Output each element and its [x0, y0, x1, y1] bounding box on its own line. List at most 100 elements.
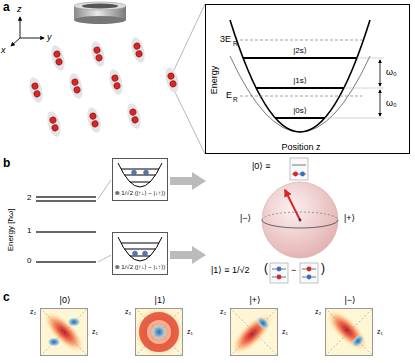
atom-pairs — [129, 36, 147, 64]
density-map — [230, 308, 278, 356]
tick-label: 2 — [27, 194, 31, 202]
coordinate-axes — [20, 38, 44, 39]
atom-pairs — [107, 68, 125, 96]
level-label: |1s⟩ — [293, 77, 307, 85]
density-map — [325, 308, 373, 356]
axis-label: z₂ — [125, 308, 131, 315]
atom-pairs — [133, 42, 141, 50]
atom-pairs — [167, 72, 175, 80]
state-icon — [293, 172, 298, 177]
objective-lens — [74, 16, 126, 24]
bloch-label: |+⟩ — [344, 214, 355, 223]
pair-well — [118, 237, 162, 261]
atom-pairs — [169, 80, 177, 88]
energy-inset: EnergyPosition z — [205, 4, 410, 154]
state-icon — [300, 263, 318, 283]
energy-label: 3E — [220, 35, 231, 44]
trap-potential — [230, 20, 384, 132]
spacing-label: ω₀ — [386, 99, 397, 108]
pair-well — [124, 175, 155, 176]
atom-pairs — [93, 46, 101, 54]
coordinate-axes — [11, 38, 20, 46]
density-map — [135, 308, 183, 356]
bracket: ( — [264, 262, 268, 274]
trap-potential — [380, 90, 381, 116]
pair-state-inset: ⊗ 1/√2 (|↑↓⟩ − |↓↑⟩) — [112, 232, 168, 275]
zoom-lines — [174, 90, 205, 154]
atom-pairs — [27, 36, 181, 138]
axis-label: z — [17, 5, 22, 14]
map-arrow — [170, 246, 206, 264]
atom-pairs — [89, 40, 107, 68]
panel-label: b — [3, 157, 10, 169]
state-icon — [290, 158, 308, 180]
axis-label: Energy — [210, 66, 219, 95]
trap-potential — [256, 87, 344, 89]
panel-label: c — [3, 291, 10, 303]
atom-pairs — [89, 40, 107, 68]
trap-potential — [230, 20, 370, 132]
bloch-sphere — [299, 219, 302, 222]
state-definition: |1⟩ ≡ 1/√2 — [211, 266, 250, 275]
axis-label: x — [1, 46, 6, 55]
density-map — [40, 308, 88, 356]
axis-label: z₁ — [92, 328, 98, 335]
atom-pairs — [125, 102, 143, 130]
trap-potential — [230, 56, 370, 132]
trap-potential — [357, 58, 384, 59]
map-arrow — [170, 172, 206, 264]
bloch-sphere — [262, 182, 338, 258]
pair-atoms — [132, 170, 149, 256]
energy-label: E — [226, 91, 232, 100]
tick-label: 0 — [27, 257, 31, 265]
atom-pairs — [129, 36, 147, 64]
density-map — [224, 306, 279, 361]
operator: − — [291, 266, 296, 275]
atom-pairs — [107, 68, 125, 96]
spin-singlet: ⊗ 1/√2 (|↑↓⟩ − |↓↑⟩) — [114, 190, 166, 197]
energy-levels — [36, 200, 96, 201]
axis-label: z₁ — [377, 328, 383, 335]
spin-singlet: ⊗ 1/√2 (|↑↓⟩ − |↓↑⟩) — [114, 264, 166, 271]
atom-pairs — [45, 110, 63, 138]
subscript: R — [233, 41, 238, 48]
atom-pairs — [129, 108, 137, 116]
atom-pairs — [163, 66, 181, 94]
panel-label: a — [3, 1, 10, 13]
bracket: ) — [321, 262, 325, 274]
atom-pairs — [67, 72, 85, 100]
objective-lens — [82, 4, 118, 9]
pair-atoms — [143, 251, 148, 256]
density-map-panel: |1⟩z₂z₁ — [135, 308, 183, 356]
state-label: |0⟩ — [60, 296, 71, 305]
atom-pairs — [135, 50, 143, 58]
trap-potential — [380, 60, 381, 86]
objective-lens — [74, 2, 126, 24]
density-map — [325, 308, 373, 356]
state-definition: |0⟩ ≡ — [252, 162, 271, 171]
axis-label: z₁ — [187, 328, 193, 335]
density-map — [40, 308, 88, 356]
map-arrow — [170, 172, 206, 190]
density-map-panel: |−⟩z₂z₁ — [325, 308, 373, 356]
axis-label: y — [47, 33, 52, 42]
density-map — [135, 308, 183, 356]
state-icon — [270, 263, 288, 283]
pair-well — [118, 163, 162, 187]
pair-state-inset: ⊗ 1/√2 (|↑↓⟩ − |↓↑⟩) — [112, 158, 168, 201]
density-map — [325, 308, 373, 356]
density-map — [230, 308, 278, 356]
zoom-lines — [174, 4, 205, 70]
pair-well — [118, 163, 162, 261]
zoom-lines — [174, 4, 205, 154]
atom-pairs — [71, 78, 79, 86]
coordinate-axes — [11, 17, 44, 46]
pair-atoms — [132, 170, 137, 175]
atom-pairs — [85, 106, 103, 134]
density-map-panel: |0⟩z₂z₁ — [40, 308, 88, 356]
leader-lines — [98, 180, 111, 262]
atom-pairs — [45, 110, 63, 138]
axis-label: z₂ — [315, 308, 321, 315]
atom-pairs — [31, 82, 39, 90]
